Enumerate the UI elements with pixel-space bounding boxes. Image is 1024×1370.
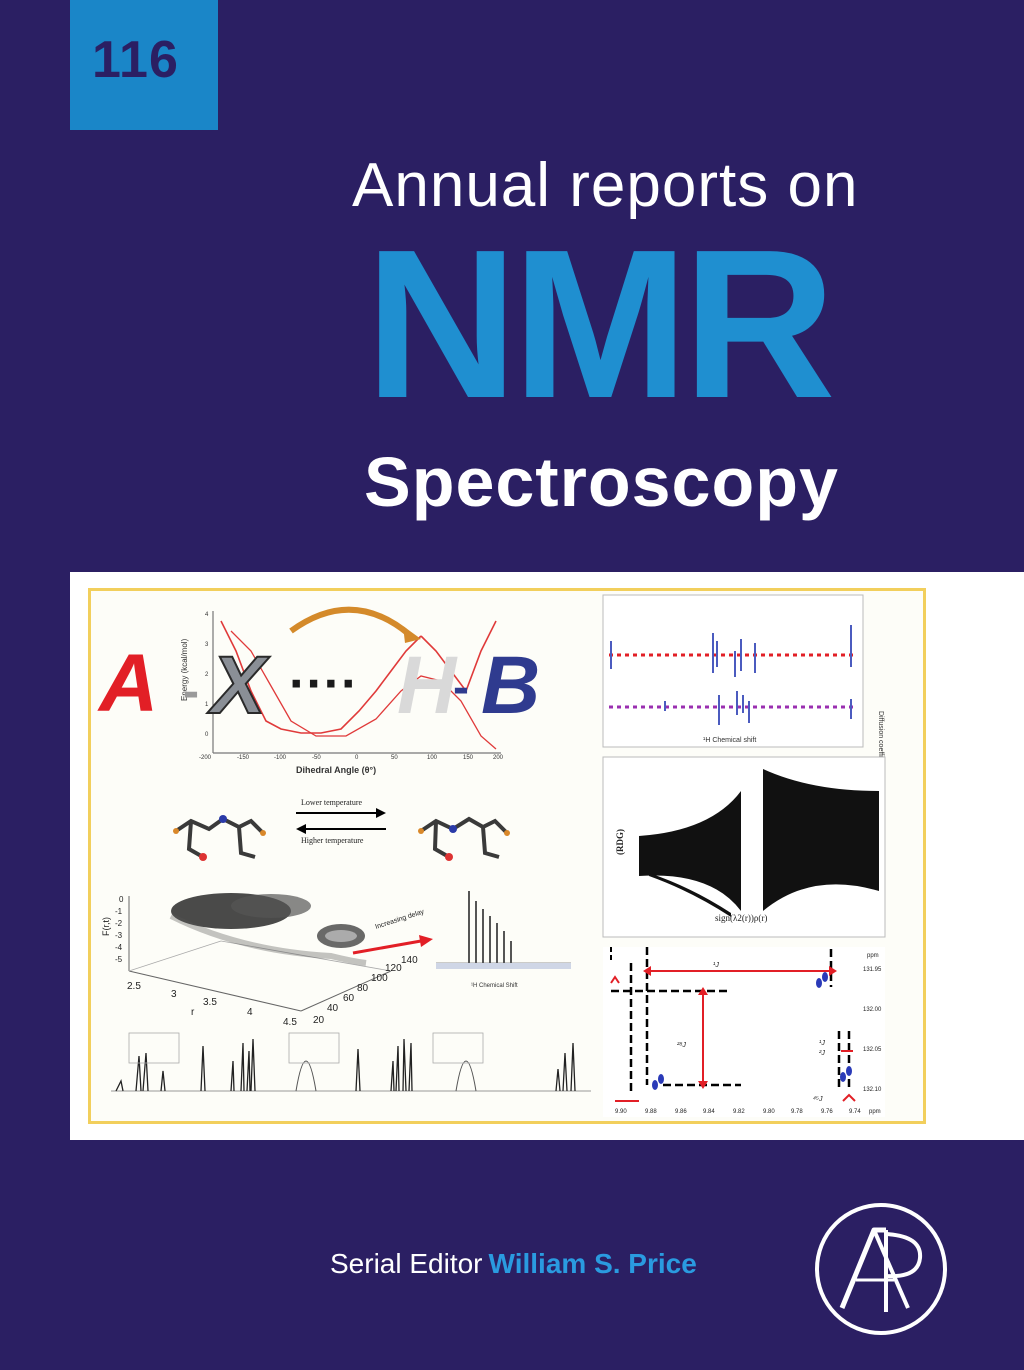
surface-ytick: 140	[401, 955, 418, 966]
energy-ytick: 1	[205, 702, 209, 708]
letter-x: X	[207, 640, 270, 731]
series-title-line2: Spectroscopy	[364, 443, 839, 521]
energy-ytick: 4	[205, 612, 209, 618]
energy-xtick: -50	[312, 755, 321, 761]
series-title-nmr: NMR	[365, 205, 836, 442]
surface-ztick: -1	[115, 907, 123, 916]
series-title-line1: Annual reports on	[352, 151, 859, 220]
surface-3d-plot: F(r,t) 0 -1 -2 -3 -4 -5 2.5 3 3.5 4 4.5 …	[101, 893, 433, 1028]
surface-xtick: 3.5	[203, 997, 217, 1008]
hbond-formula: A - X ···· H - B	[97, 638, 540, 732]
surface-ytick: 100	[371, 973, 388, 984]
bottom-spectra	[111, 1032, 591, 1092]
surface-xtick: 4.5	[283, 1017, 297, 1028]
coupling-xtick: 9.88	[645, 1109, 657, 1115]
coupling-xtick: 9.84	[703, 1109, 715, 1115]
energy-xtick: -100	[274, 755, 287, 761]
surface-ztick: -3	[115, 931, 123, 940]
letter-h: H	[397, 640, 458, 731]
coupling-xtick: 9.74	[849, 1109, 861, 1115]
energy-xtick: 200	[493, 755, 504, 761]
figure-frame: Energy (kcal/mol) Dihedral Angle (θ°) -2…	[88, 588, 926, 1124]
energy-xtick: -200	[199, 755, 212, 761]
coupling-xtick: 9.90	[615, 1109, 627, 1115]
j-label: ¹J	[819, 1040, 825, 1047]
editor-prefix: Serial Editor	[330, 1248, 483, 1279]
equilibrium-lower-label: Higher temperature	[301, 836, 364, 845]
j-label: ²J	[819, 1050, 825, 1057]
coupling-xtick: 9.76	[821, 1109, 833, 1115]
surface-xlabel: r	[191, 1007, 195, 1018]
molecule-right	[418, 816, 510, 861]
figure-collage: Energy (kcal/mol) Dihedral Angle (θ°) -2…	[97, 594, 886, 1117]
energy-ylabel: Energy (kcal/mol)	[180, 638, 189, 701]
energy-xtick: 150	[463, 755, 474, 761]
surface-xtick: 2.5	[127, 981, 141, 992]
coupling-yunit: ppm	[867, 953, 879, 959]
energy-ytick: 3	[205, 642, 209, 648]
coupling-xtick: 9.80	[763, 1109, 775, 1115]
coupling-xtick: 9.86	[675, 1109, 687, 1115]
surface-ytick: 80	[357, 983, 369, 994]
surface-ytick: 20	[313, 1015, 325, 1026]
j-label: ⁴⁵J	[813, 1096, 823, 1103]
energy-ytick: 2	[205, 672, 209, 678]
surface-ztick: -4	[115, 943, 123, 952]
surface-ytick: 60	[343, 993, 355, 1004]
dash-ax: -	[183, 665, 199, 718]
coupling-xunit: ppm	[869, 1109, 881, 1115]
dash-hb: -	[453, 661, 469, 714]
energy-xlabel: Dihedral Angle (θ°)	[296, 765, 376, 775]
coupling-ytick: 131.95	[863, 967, 882, 973]
volume-badge: 116	[70, 0, 218, 130]
dosy-ylabel: Diffusion coefficient	[877, 711, 884, 771]
energy-xtick: 100	[427, 755, 438, 761]
cover-figure-panel: Energy (kcal/mol) Dihedral Angle (θ°) -2…	[70, 572, 1024, 1140]
surface-ztick: 0	[119, 895, 124, 904]
surface-zlabel: F(r,t)	[101, 917, 111, 936]
surface-ztick: -2	[115, 919, 123, 928]
equilibrium-upper-label: Lower temperature	[301, 798, 363, 807]
surface-ztick: -5	[115, 955, 123, 964]
j-label: ¹J	[713, 962, 719, 969]
rdg-xlabel: sign(λ2(r))ρ(r)	[715, 913, 767, 923]
rdg-plot: (RDG) sign(λ2(r))ρ(r)	[602, 756, 886, 938]
coupling-xtick: 9.78	[791, 1109, 803, 1115]
surface-xtick: 4	[247, 1007, 253, 1018]
surface-xtick: 3	[171, 989, 177, 1000]
stacked-spectrum: ¹H Chemical Shift	[436, 891, 571, 989]
increasing-delay-label: Increasing delay	[374, 908, 425, 931]
equilibrium-diagram: Lower temperature Higher temperature	[173, 798, 510, 861]
rdg-ylabel: (RDG)	[615, 829, 625, 855]
letter-b: B	[481, 640, 540, 731]
volume-number: 116	[92, 31, 179, 89]
energy-xtick: -150	[237, 755, 250, 761]
energy-xtick: 50	[391, 755, 398, 761]
letter-a: A	[97, 638, 158, 729]
hbond-dots: ····	[289, 655, 358, 713]
coupling-ytick: 132.10	[863, 1087, 882, 1093]
coupling-xtick: 9.82	[733, 1109, 745, 1115]
dosy-xlabel: ¹H Chemical shift	[703, 737, 756, 744]
dosy-plot: ¹H Chemical shift Diffusion coefficient	[602, 594, 884, 771]
energy-xtick: 0	[355, 755, 359, 761]
editor-name: William S. Price	[488, 1248, 697, 1279]
surface-ytick: 40	[327, 1003, 339, 1014]
j-label: ²⁸J	[677, 1042, 686, 1049]
surface-ytick: 120	[385, 963, 402, 974]
energy-plot: Energy (kcal/mol) Dihedral Angle (θ°) -2…	[180, 606, 504, 775]
molecule-left	[173, 815, 266, 861]
j-coupling-plot: ¹J ²⁸J ⁴⁵J ¹J ²J 9.90 9.88 9.86 9.84 9.8…	[603, 947, 885, 1117]
energy-ytick: 0	[205, 732, 209, 738]
publisher-logo	[815, 1203, 947, 1335]
coupling-ytick: 132.00	[863, 1007, 882, 1013]
coupling-ytick: 132.05	[863, 1047, 882, 1053]
stacked-xlabel: ¹H Chemical Shift	[471, 983, 518, 989]
